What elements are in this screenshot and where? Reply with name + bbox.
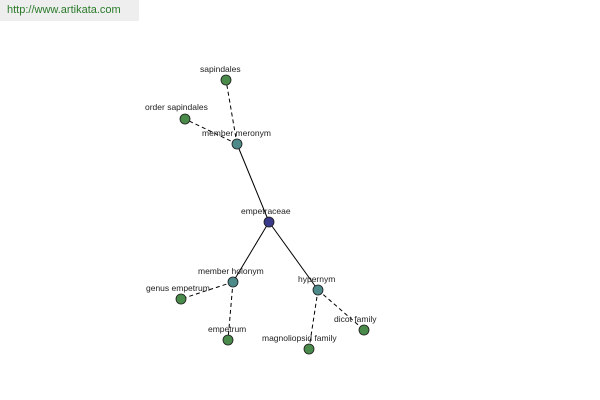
edge-empetraceae-to-member-meronym [236,143,270,223]
label-dicot-family[interactable]: dicot family [334,314,377,324]
label-hypernym[interactable]: hypernym [298,274,335,284]
node-genus-empetrum[interactable] [175,293,187,305]
edge-member-meronym-to-sapindales [225,79,238,145]
label-sapindales[interactable]: sapindales [200,64,241,74]
label-member-meronym[interactable]: member meronym [202,128,271,138]
label-order-sapindales[interactable]: order sapindales [145,102,208,112]
edge-empetraceae-to-hypernym [268,221,319,291]
labels-layer: empetraceae member meronym sapindales order… [145,64,377,343]
node-hypernym[interactable] [312,284,324,296]
edge-hypernym-to-dicot-family [317,289,365,331]
edge-hypernym-to-magnoliopsid-family [308,289,319,350]
node-empetraceae[interactable] [263,216,275,228]
edge-member-holonym-to-genus-empetrum [180,281,234,300]
node-dicot-family[interactable] [358,324,370,336]
edge-member-holonym-to-empetrum [227,281,234,341]
node-order-sapindales[interactable] [179,113,191,125]
edge-empetraceae-to-member-holonym [232,221,270,283]
node-empetrum[interactable] [222,334,234,346]
nodes-layer [175,74,370,355]
edges-layer [180,79,365,350]
source-url[interactable]: http://www.artikata.com [0,0,139,21]
label-empetrum[interactable]: empetrum [208,324,246,334]
label-genus-empetrum[interactable]: genus empetrum [146,283,210,293]
node-magnoliopsid-family[interactable] [303,343,315,355]
node-member-meronym[interactable] [231,138,243,150]
label-empetraceae[interactable]: empetraceae [241,206,291,216]
node-member-holonym[interactable] [227,276,239,288]
edge-member-meronym-to-order-sapindales [184,118,238,145]
label-member-holonym[interactable]: member holonym [198,266,264,276]
node-sapindales[interactable] [220,74,232,86]
label-magnoliopsid-family[interactable]: magnoliopsid family [262,333,337,343]
